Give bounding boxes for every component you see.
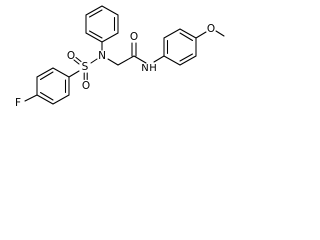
bond — [179, 55, 197, 66]
methoxy-oxygen-label: O — [207, 23, 215, 35]
bond — [163, 55, 181, 66]
n-ch2-bond — [107, 58, 119, 66]
bond — [85, 32, 103, 43]
methoxyphenyl-ring — [163, 28, 197, 66]
amide-hydrogen-label: H — [149, 63, 157, 74]
amide-nitrogen-label: N — [141, 63, 148, 74]
bond — [179, 28, 197, 39]
carbonyl-n-bond — [133, 55, 147, 64]
aromatic-bond — [88, 30, 103, 39]
bond — [163, 28, 181, 39]
s-o-double-bond — [73, 59, 80, 65]
molecule-diagram: F S O O N — [15, 5, 225, 109]
fluorophenyl-ring — [36, 67, 70, 105]
aryl-o-bond — [195, 31, 207, 39]
sulfonamide-nitrogen-label: N — [98, 50, 106, 62]
s-n-bond — [90, 58, 98, 64]
bond — [52, 94, 70, 105]
sulfur-label: S — [82, 61, 89, 73]
c-f-bond — [24, 94, 38, 102]
aromatic-bond — [179, 53, 194, 62]
bond — [36, 94, 54, 105]
aromatic-bond — [88, 9, 103, 18]
o-methyl-bond — [215, 30, 225, 37]
bond — [85, 5, 103, 16]
s-o-double-bond — [75, 56, 82, 63]
bond — [101, 5, 119, 16]
aromatic-bond — [179, 32, 194, 42]
fluorine-label: F — [15, 97, 21, 109]
c-s-bond — [68, 70, 80, 78]
sulfonyl-oxygen-left-label: O — [67, 50, 75, 62]
n-phenyl-ring — [85, 5, 119, 43]
carbonyl-oxygen-label: O — [130, 31, 138, 43]
n-aryl-bond — [153, 55, 165, 63]
bond — [36, 67, 54, 78]
bond — [101, 32, 119, 43]
ch2-carbonyl-bond — [117, 55, 135, 66]
chemical-structure-canvas: F S O O N — [0, 0, 226, 117]
aromatic-bond — [39, 91, 54, 101]
aromatic-bond — [39, 71, 54, 81]
sulfonyl-oxygen-bottom-label: O — [82, 80, 90, 92]
bond — [52, 67, 70, 78]
